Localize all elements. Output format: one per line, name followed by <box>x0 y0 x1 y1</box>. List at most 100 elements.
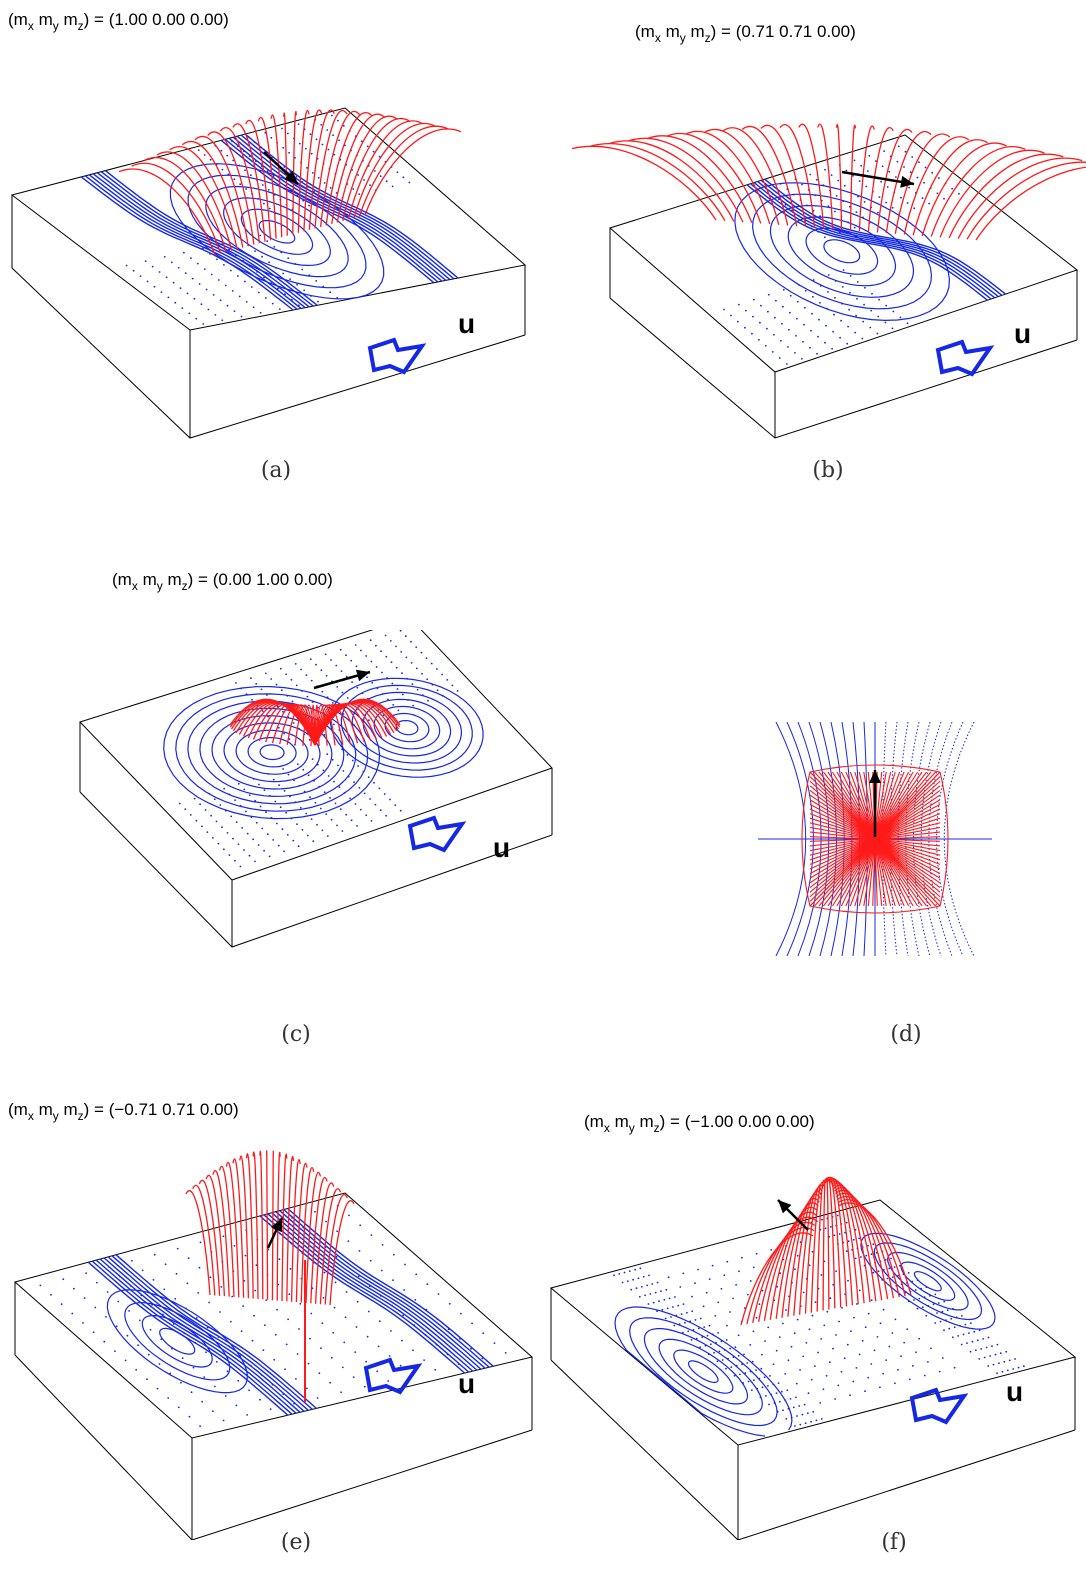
field-line <box>837 1199 906 1297</box>
contour-dot <box>830 1226 832 1228</box>
contour-dot <box>352 1376 355 1378</box>
contour-dot <box>310 1312 313 1315</box>
contour-dot <box>968 1332 970 1334</box>
header-f: (mx my mz) = (−1.00 0.00 0.00) <box>584 1112 815 1135</box>
contour-dot <box>342 124 345 127</box>
contour-bands <box>746 178 1006 301</box>
contour-dot <box>235 1404 238 1407</box>
contour-dot <box>753 298 755 301</box>
contour-dot <box>128 1310 131 1312</box>
contour-dot <box>267 189 270 191</box>
contour-dot <box>989 1355 991 1357</box>
contour-dot <box>853 226 856 229</box>
contour-dot <box>259 1398 261 1401</box>
contour-dot <box>680 1313 683 1315</box>
contour-dot <box>385 814 387 817</box>
contour-dot <box>310 679 313 682</box>
contour-dot <box>815 1419 818 1422</box>
field-line <box>271 1150 275 1301</box>
contour-dot <box>264 672 267 675</box>
contour-dot <box>782 1322 784 1325</box>
contour-line <box>860 1232 996 1330</box>
contour-dot <box>752 315 754 318</box>
contour-dot <box>618 1273 621 1275</box>
field-line <box>746 1227 815 1325</box>
box-top-face <box>79 630 553 881</box>
contour-dot <box>872 1271 875 1274</box>
contour-dot <box>834 210 836 213</box>
field-line <box>809 838 876 847</box>
contour-dot <box>339 648 342 651</box>
contour-dot <box>763 1376 766 1379</box>
contour-dot <box>331 114 333 117</box>
field-line <box>809 794 876 840</box>
contour-dot <box>931 171 934 174</box>
contour-dot <box>332 1331 335 1334</box>
contour-band-line <box>220 139 435 284</box>
contour-dot <box>841 1307 843 1309</box>
contour-dot <box>250 174 252 177</box>
contour-dot <box>721 1359 724 1361</box>
contour-dot <box>412 1349 414 1352</box>
contour-dot <box>682 1303 685 1305</box>
contour-dot <box>734 1346 737 1349</box>
contour-line <box>673 1349 734 1394</box>
contour-dot <box>237 843 240 846</box>
field-line <box>798 123 825 229</box>
contour-dot <box>401 672 403 675</box>
contour-dot <box>856 281 859 283</box>
contour-dot <box>257 291 260 294</box>
field-line <box>831 1180 865 1304</box>
dotted-contours <box>723 269 909 365</box>
contour-dot <box>156 1387 159 1390</box>
contour-dot <box>263 849 265 852</box>
contour-dot <box>877 315 880 318</box>
contour-dot <box>448 1302 451 1305</box>
contour-dot <box>60 1303 63 1305</box>
contour-line <box>199 707 345 798</box>
contour-dot <box>167 1397 170 1399</box>
contour-dot <box>231 1295 234 1298</box>
contour-dot <box>885 1359 888 1361</box>
contour-dot <box>427 699 429 702</box>
contour-dot <box>852 1238 855 1241</box>
paren-open: ( <box>8 10 14 29</box>
field-line <box>809 771 876 840</box>
contour-dot <box>976 1339 979 1342</box>
contour-dot <box>897 1368 899 1371</box>
contour-dot <box>290 678 293 681</box>
contour-line <box>913 722 931 956</box>
contour-line <box>687 1360 719 1383</box>
contour-dot <box>699 1346 701 1348</box>
contour-line <box>259 744 285 761</box>
contour-dot <box>900 196 902 199</box>
contour-dot <box>132 269 135 272</box>
contour-dot <box>305 1387 308 1390</box>
contour-dot <box>334 802 337 805</box>
field-line <box>229 698 316 746</box>
contour-dot <box>320 1347 322 1350</box>
contour-band-line <box>96 172 310 308</box>
field-line <box>874 838 932 907</box>
field-line <box>854 838 876 907</box>
contour-dot <box>471 1322 473 1325</box>
contour-dot <box>359 1224 362 1227</box>
contour-dot <box>814 1301 817 1303</box>
contour-dot <box>322 1297 325 1299</box>
contour-dot <box>912 1365 914 1367</box>
contour-dot <box>241 827 244 829</box>
field-line <box>319 110 361 227</box>
contour-dot <box>274 800 277 803</box>
contour-dot <box>210 273 213 276</box>
contour-dot <box>663 1298 666 1301</box>
contour-dot <box>725 1339 728 1341</box>
contour-dot <box>342 770 345 772</box>
field-line <box>829 1177 854 1306</box>
contour-dot <box>845 1221 848 1224</box>
contour-dot <box>411 683 414 686</box>
contour-dot <box>855 1367 858 1369</box>
contour-dot <box>115 1325 118 1328</box>
contour-dot <box>808 1264 811 1267</box>
contour-dot <box>436 668 438 670</box>
contour-dot <box>888 170 891 173</box>
